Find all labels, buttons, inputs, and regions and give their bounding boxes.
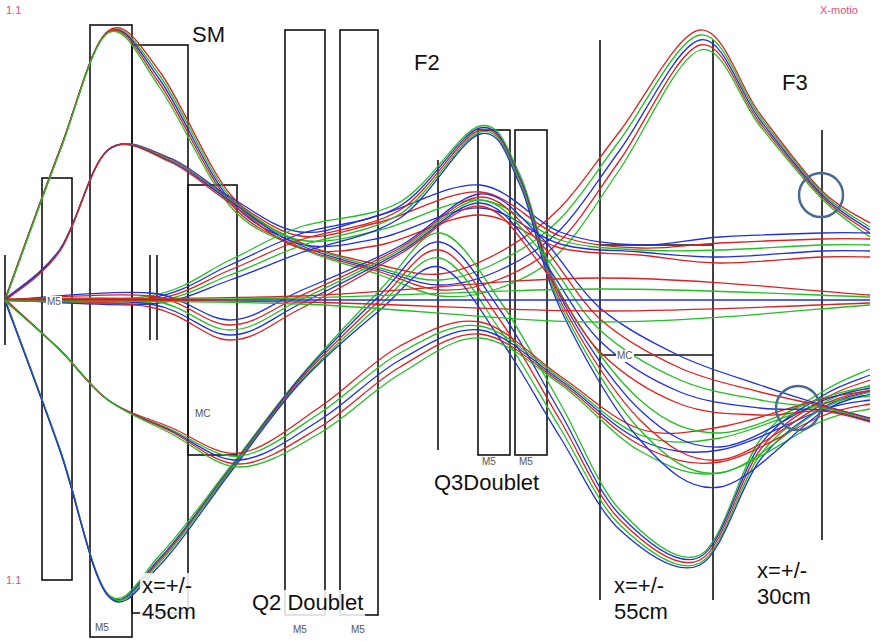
- element-name: Q2 Doublet: [250, 590, 365, 616]
- element-name: Q3Doublet: [432, 470, 541, 496]
- focal-plane-name: F3: [780, 70, 810, 96]
- element-tag: M5: [292, 624, 308, 636]
- element-tag: M5: [350, 624, 366, 636]
- ray-path: [5, 131, 870, 473]
- ray-path: [5, 30, 870, 300]
- ray-path: [5, 197, 870, 419]
- element-tag: M5: [481, 456, 497, 468]
- element-tag: MC: [616, 350, 634, 362]
- ray-path: [5, 125, 870, 433]
- element-tag: M5: [94, 622, 110, 634]
- ray-path: [5, 233, 870, 599]
- ray-path: [5, 258, 870, 601]
- element-tag: M5: [518, 456, 534, 468]
- aperture-size: x=+/- 30cm: [755, 558, 813, 611]
- ray-path: [5, 29, 870, 300]
- ray-path: [5, 203, 870, 421]
- ray-path: [5, 300, 870, 464]
- aperture-size: x=+/- 55cm: [612, 573, 670, 626]
- ray-path: [5, 278, 870, 299]
- element-tag: M5: [46, 296, 62, 308]
- axis-scale: 1.1: [6, 4, 21, 17]
- ray-path: [5, 200, 870, 420]
- ray-path: [5, 289, 870, 300]
- element-tag: MC: [194, 408, 212, 420]
- ray-path: [5, 266, 870, 602]
- ray-path: [5, 133, 870, 487]
- ray-path: [5, 30, 870, 300]
- ray-path: [5, 301, 870, 322]
- axis-scale: 1.1: [6, 574, 21, 587]
- element-name: SM: [190, 22, 227, 48]
- ray-path: [5, 300, 870, 460]
- plot-title: X-motio: [820, 4, 858, 17]
- focal-plane-name: F2: [412, 50, 442, 76]
- aperture-size: x=+/- 45cm: [140, 573, 198, 626]
- ray-path: [5, 206, 870, 422]
